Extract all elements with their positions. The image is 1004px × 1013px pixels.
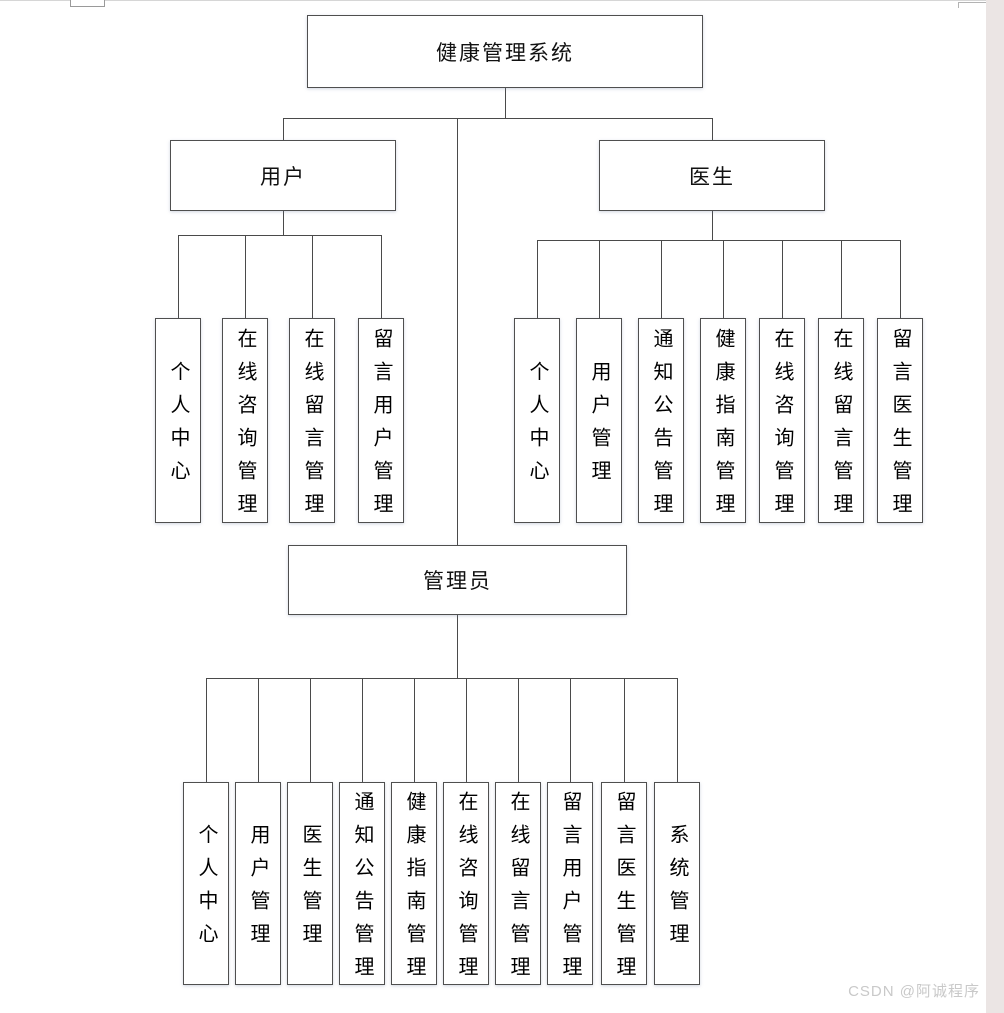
node-doctor-child-1: 个人中心 xyxy=(514,318,560,523)
connector-to-user xyxy=(283,118,285,141)
connector-admin-stub-2 xyxy=(258,678,260,783)
connector-doctor-stub-6 xyxy=(841,240,843,319)
node-admin-child-3: 医生管理 xyxy=(287,782,333,985)
node-admin-child-7: 在线留言管理 xyxy=(495,782,541,989)
node-doctor-child-3: 通知公告管理 xyxy=(638,318,684,526)
node-user-child-1: 个人中心 xyxy=(155,318,201,523)
node-label: 医生管理 xyxy=(299,824,321,956)
connector-admin-stub-9 xyxy=(624,678,626,783)
page-edge-strip xyxy=(986,0,1004,1013)
cropped-line-fragment-tick xyxy=(958,2,959,8)
connector-admin-drop xyxy=(457,615,459,679)
node-label: 通知公告管理 xyxy=(351,791,373,989)
node-admin-child-10: 系统管理 xyxy=(654,782,700,985)
connector-doctor-stub-4 xyxy=(723,240,725,319)
connector-admin-rail xyxy=(206,678,677,680)
node-admin-child-1: 个人中心 xyxy=(183,782,229,985)
cropped-box-fragment xyxy=(70,0,105,7)
node-user-child-4: 留言用户管理 xyxy=(358,318,404,526)
connector-admin-stub-4 xyxy=(362,678,364,783)
connector-user-stub-3 xyxy=(312,235,314,319)
node-root-system: 健康管理系统 xyxy=(307,15,703,88)
node-label: 在线咨询管理 xyxy=(234,328,256,526)
connector-doctor-stub-1 xyxy=(537,240,539,319)
node-doctor-child-2: 用户管理 xyxy=(576,318,622,523)
node-label: 用户管理 xyxy=(247,824,269,956)
csdn-watermark: CSDN @阿诚程序 xyxy=(848,983,980,1000)
node-admin-child-4: 通知公告管理 xyxy=(339,782,385,989)
node-label: 个人中心 xyxy=(526,361,548,493)
connector-admin-stub-3 xyxy=(310,678,312,783)
cropped-line-fragment xyxy=(958,2,1004,3)
connector-root-drop xyxy=(505,88,507,118)
connector-doctor-rail xyxy=(537,240,901,242)
connector-to-doctor xyxy=(712,118,714,141)
node-label: 医生 xyxy=(689,165,735,189)
connector-user-rail xyxy=(178,235,382,237)
node-label: 留言用户管理 xyxy=(370,328,392,526)
node-label: 健康管理系统 xyxy=(436,41,574,65)
node-admin-child-5: 健康指南管理 xyxy=(391,782,437,989)
node-user-child-2: 在线咨询管理 xyxy=(222,318,268,526)
node-admin-child-9: 留言医生管理 xyxy=(601,782,647,989)
connector-admin-stub-10 xyxy=(677,678,679,783)
node-label: 在线留言管理 xyxy=(507,791,529,989)
node-doctor-child-4: 健康指南管理 xyxy=(700,318,746,526)
node-label: 用户 xyxy=(260,165,306,189)
connector-user-drop xyxy=(283,210,285,236)
node-admin-child-6: 在线咨询管理 xyxy=(443,782,489,989)
node-label: 管理员 xyxy=(423,570,492,593)
node-doctor-child-5: 在线咨询管理 xyxy=(759,318,805,526)
connector-user-stub-1 xyxy=(178,235,180,319)
node-label: 在线留言管理 xyxy=(830,328,852,526)
connector-admin-stub-5 xyxy=(414,678,416,783)
node-label: 通知公告管理 xyxy=(650,328,672,526)
node-label: 用户管理 xyxy=(588,361,610,493)
node-doctor-child-6: 在线留言管理 xyxy=(818,318,864,526)
node-label: 留言医生管理 xyxy=(613,791,635,989)
node-label: 在线咨询管理 xyxy=(455,791,477,989)
node-label: 个人中心 xyxy=(195,824,217,956)
connector-admin-stub-1 xyxy=(206,678,208,783)
node-branch-doctor: 医生 xyxy=(599,140,825,211)
node-label: 留言用户管理 xyxy=(559,791,581,989)
node-label: 健康指南管理 xyxy=(712,328,734,526)
node-label: 在线留言管理 xyxy=(301,328,323,526)
node-branch-admin: 管理员 xyxy=(288,545,627,615)
node-user-child-3: 在线留言管理 xyxy=(289,318,335,526)
node-label: 健康指南管理 xyxy=(403,791,425,989)
connector-user-stub-4 xyxy=(381,235,383,319)
page-top-hairline xyxy=(0,0,1004,1)
connector-doctor-stub-2 xyxy=(599,240,601,319)
connector-to-admin xyxy=(457,118,459,546)
node-label: 个人中心 xyxy=(167,361,189,493)
connector-admin-stub-7 xyxy=(518,678,520,783)
connector-doctor-stub-3 xyxy=(661,240,663,319)
node-doctor-child-7: 留言医生管理 xyxy=(877,318,923,526)
connector-doctor-stub-5 xyxy=(782,240,784,319)
connector-user-stub-2 xyxy=(245,235,247,319)
connector-level1-rail xyxy=(283,118,713,120)
node-admin-child-8: 留言用户管理 xyxy=(547,782,593,989)
connector-doctor-drop xyxy=(712,210,714,241)
node-branch-user: 用户 xyxy=(170,140,396,211)
node-label: 在线咨询管理 xyxy=(771,328,793,526)
node-label: 系统管理 xyxy=(666,824,688,956)
node-admin-child-2: 用户管理 xyxy=(235,782,281,985)
connector-admin-stub-6 xyxy=(466,678,468,783)
node-label: 留言医生管理 xyxy=(889,328,911,526)
connector-admin-stub-8 xyxy=(570,678,572,783)
connector-doctor-stub-7 xyxy=(900,240,902,319)
